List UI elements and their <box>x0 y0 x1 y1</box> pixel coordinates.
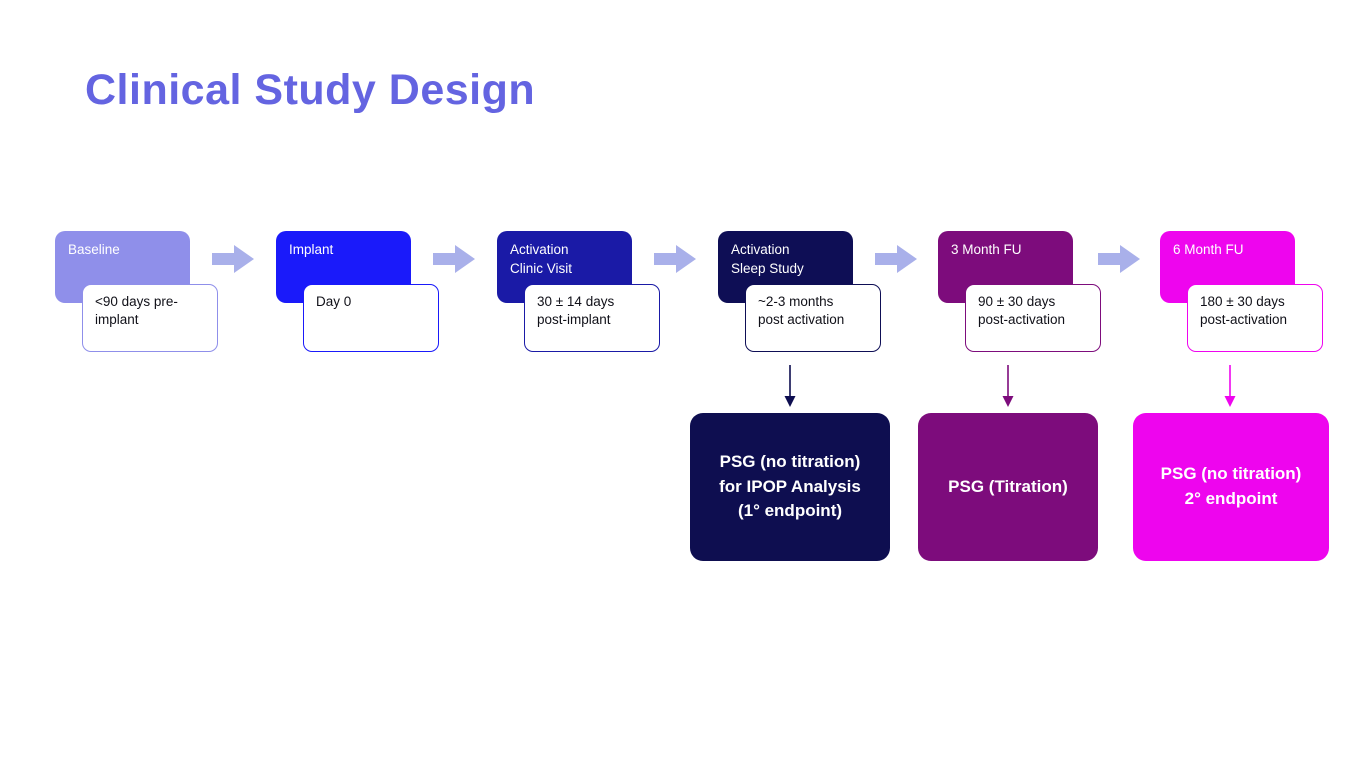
down-arrow-icon <box>1002 365 1014 407</box>
endpoint-psg-ipop-analysis: PSG (no titration) for IPOP Analysis (1°… <box>690 413 890 561</box>
down-arrow-icon <box>1224 365 1236 407</box>
page-title: Clinical Study Design <box>85 66 536 114</box>
stage-detail-text: <90 days pre- implant <box>82 284 218 352</box>
stage-detail-text: 30 ± 14 days post-implant <box>524 284 660 352</box>
stage-baseline: Baseline <90 days pre- implant <box>55 231 221 356</box>
flow-arrow-icon <box>433 245 475 273</box>
flow-arrow-icon <box>654 245 696 273</box>
stage-detail-text: 180 ± 30 days post-activation <box>1187 284 1323 352</box>
stage-3-month-fu: 3 Month FU 90 ± 30 days post-activation <box>938 231 1104 356</box>
flow-arrow-icon <box>1098 245 1140 273</box>
stage-detail-text: Day 0 <box>303 284 439 352</box>
endpoint-psg-titration: PSG (Titration) <box>918 413 1098 561</box>
stage-activation-sleep-study: Activation Sleep Study ~2-3 months post … <box>718 231 884 356</box>
stage-detail-text: 90 ± 30 days post-activation <box>965 284 1101 352</box>
down-arrow-icon <box>784 365 796 407</box>
stage-detail-text: ~2-3 months post activation <box>745 284 881 352</box>
flow-arrow-icon <box>212 245 254 273</box>
stage-activation-clinic-visit: Activation Clinic Visit 30 ± 14 days pos… <box>497 231 663 356</box>
stage-6-month-fu: 6 Month FU 180 ± 30 days post-activation <box>1160 231 1326 356</box>
endpoint-psg-secondary: PSG (no titration) 2° endpoint <box>1133 413 1329 561</box>
stage-implant: Implant Day 0 <box>276 231 442 356</box>
flow-arrow-icon <box>875 245 917 273</box>
